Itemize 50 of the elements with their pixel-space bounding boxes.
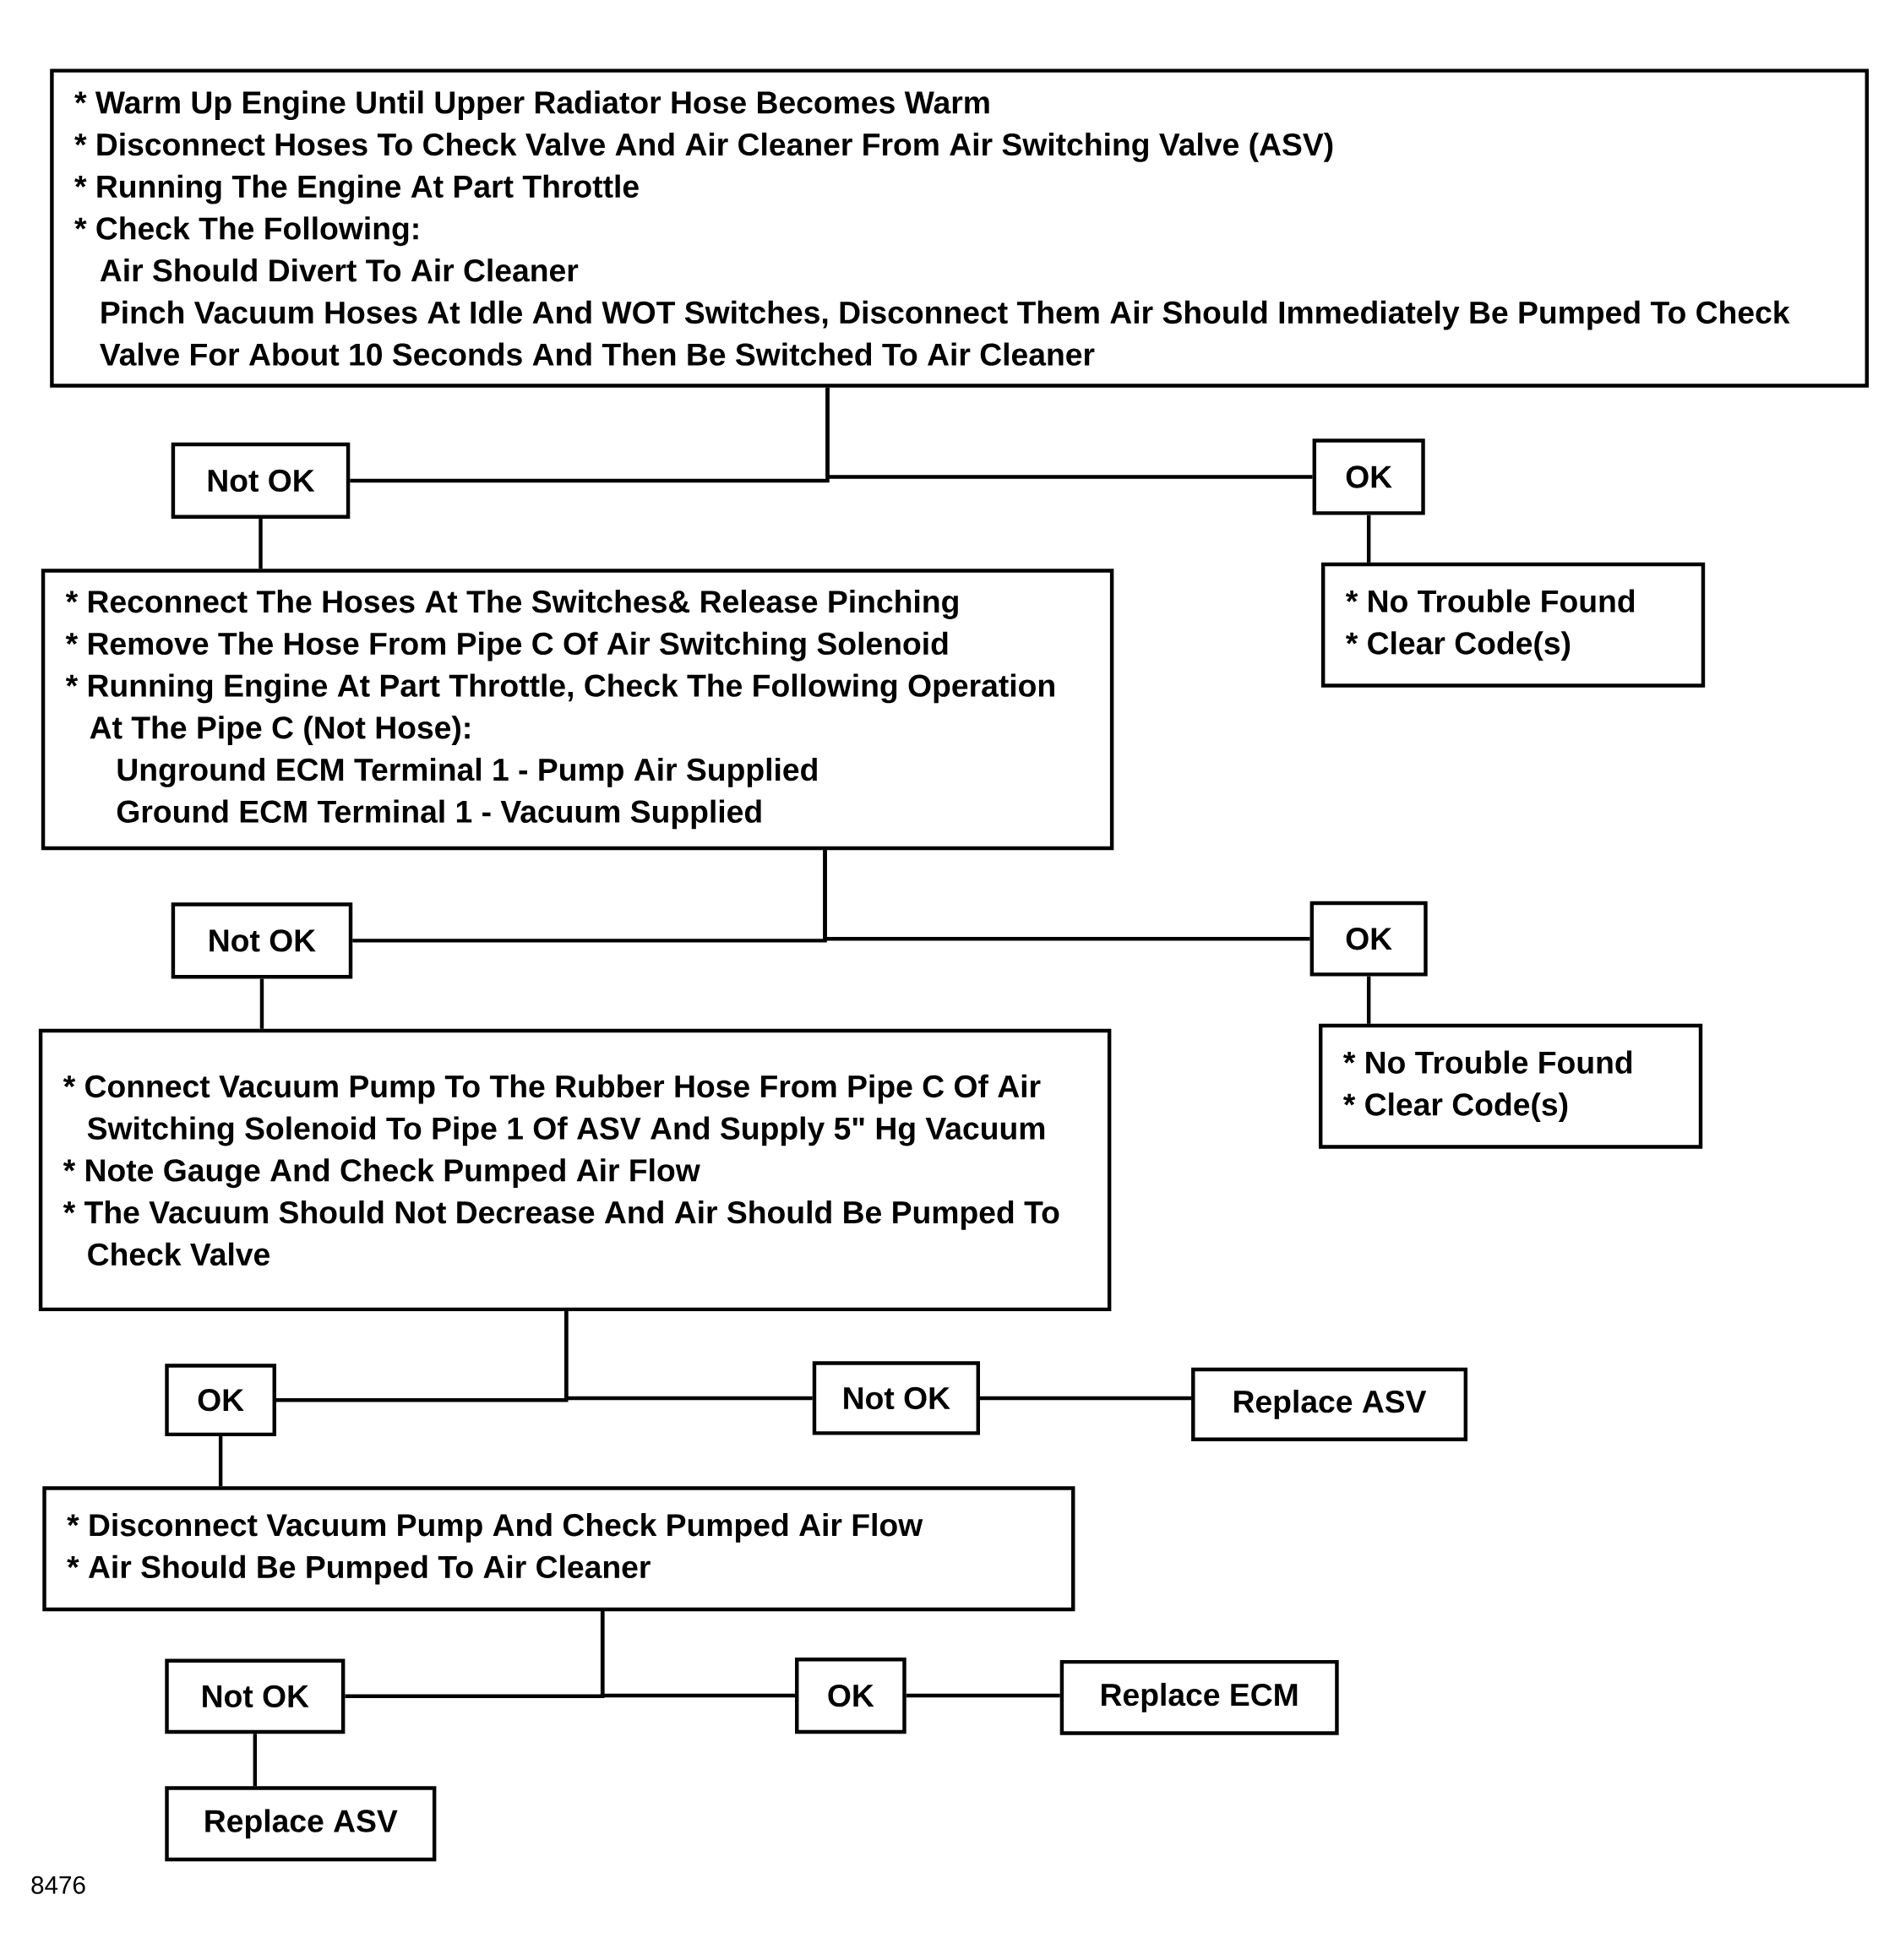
instruction-text: * Clear Code(s) (1345, 631, 1571, 662)
connector-line (600, 1611, 796, 1698)
instruction-text: * Disconnect Hoses To Check Valve And Air Cleaner From Air Switching Valve (ASV) (74, 132, 1333, 162)
instruction-box (50, 68, 1869, 388)
instruction-text: Pinch Vacuum Hoses At Idle And WOT Switches, Disconnect Them Air Should Immediately Be Pumped To Check Valve For About 10 Seconds And Then Be Switched To Air Cleaner (100, 300, 1790, 366)
step-box: Not OK (812, 1361, 981, 1435)
instruction-text: Ground ECM Terminal 1 - Vacuum Supplied (117, 799, 761, 830)
connector-line (218, 1436, 223, 1487)
result-box (1319, 1023, 1703, 1149)
connector-line (906, 1693, 1060, 1698)
instruction-text: * Clear Code(s) (1342, 1092, 1568, 1123)
instruction-text: * Reconnect The Hoses At The Switches& Release Pinching (65, 590, 958, 619)
step-box: Replace ASV (1191, 1367, 1468, 1441)
figure-number: 8476 (31, 1876, 85, 1894)
instruction-text: * Warm Up Engine Until Upper Radiator Hose Becomes Warm (74, 90, 989, 121)
step-box: OK (1312, 438, 1425, 515)
step-box: Replace ECM (1059, 1659, 1339, 1735)
instruction-text: * Running Engine At Part Throttle, Check The Following Operation At The Pipe C (Not Hose): (65, 673, 1054, 745)
connector-line (259, 519, 263, 569)
instruction-text: * The Vacuum Should Not Decrease And Air Should Be Pumped To Check Valve (63, 1200, 1059, 1266)
instruction-text: * Air Should Be Pumped To Air Cleaner (67, 1554, 651, 1585)
instruction-box (38, 1028, 1112, 1312)
connector-line (259, 978, 264, 1029)
connector-line (1366, 514, 1371, 563)
instruction-text: * No Trouble Found (1342, 1050, 1632, 1074)
step-box: Replace ASV (165, 1786, 437, 1862)
step-box: Not OK (171, 902, 353, 979)
connector-line (825, 387, 1313, 479)
instruction-text: * Disconnect Vacuum Pump And Check Pumped Air Flow (67, 1513, 923, 1543)
instruction-box (41, 569, 1114, 851)
connector-line (980, 1396, 1192, 1401)
instruction-text: * No Trouble Found (1345, 589, 1635, 612)
instruction-text: Unground ECM Terminal 1 - Pump Air Supplied (117, 757, 817, 787)
result-box (1320, 562, 1706, 688)
instruction-text: Air Should Divert To Air Cleaner (100, 259, 579, 282)
connector-line (1366, 976, 1371, 1024)
instruction-text: * Remove The Hose From Pipe C Of Air Switching Solenoid (65, 631, 948, 662)
instruction-text: * Running The Engine At Part Throttle (74, 174, 639, 204)
step-box: OK (165, 1364, 276, 1437)
step-box: Not OK (165, 1658, 346, 1734)
step-box: OK (795, 1657, 906, 1734)
instruction-text: * Note Gauge And Check Pumped Air Flow (63, 1158, 700, 1189)
step-box: OK (1309, 901, 1428, 977)
connector-line (564, 1311, 813, 1401)
connector-line (823, 850, 1310, 941)
instruction-box (42, 1486, 1075, 1612)
instruction-text: * Connect Vacuum Pump To The Rubber Hose From Pipe C Of Air Switching Solenoid To Pipe 1 Of ASV And Supply 5" Hg Vacuum (63, 1074, 1045, 1146)
connector-line (253, 1734, 258, 1787)
step-box: Not OK (171, 442, 351, 520)
instruction-text: * Check The Following: (74, 216, 418, 247)
